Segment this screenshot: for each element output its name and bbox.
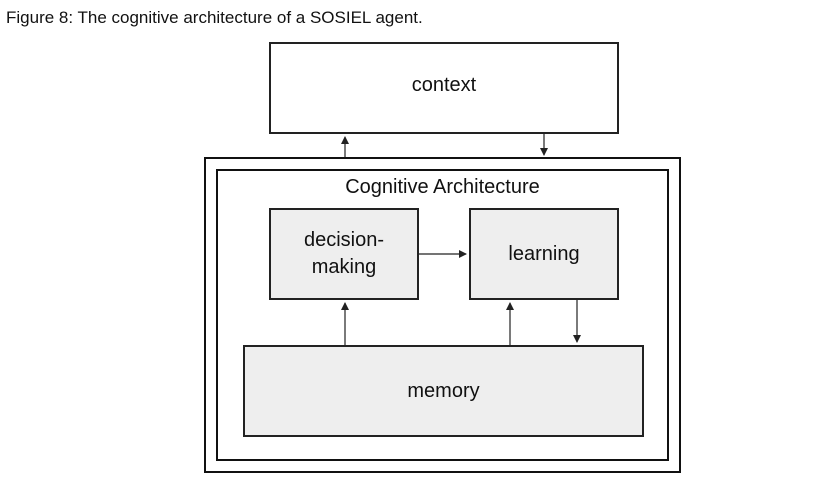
decision-making-label-line1: decision- [303,229,385,251]
context-label: context [411,73,477,96]
cognitive-architecture-title: Cognitive Architecture [345,176,540,198]
learning-label: learning [508,242,580,265]
memory-label: memory [407,379,480,402]
figure-caption: Figure 8: The cognitive architecture of … [6,8,423,27]
decision-making-label-line2: making [311,256,377,278]
learning-box: learning [469,208,619,300]
decision-making-box: decision- making [269,208,419,300]
memory-box: memory [243,345,644,437]
context-box: context [269,42,619,134]
